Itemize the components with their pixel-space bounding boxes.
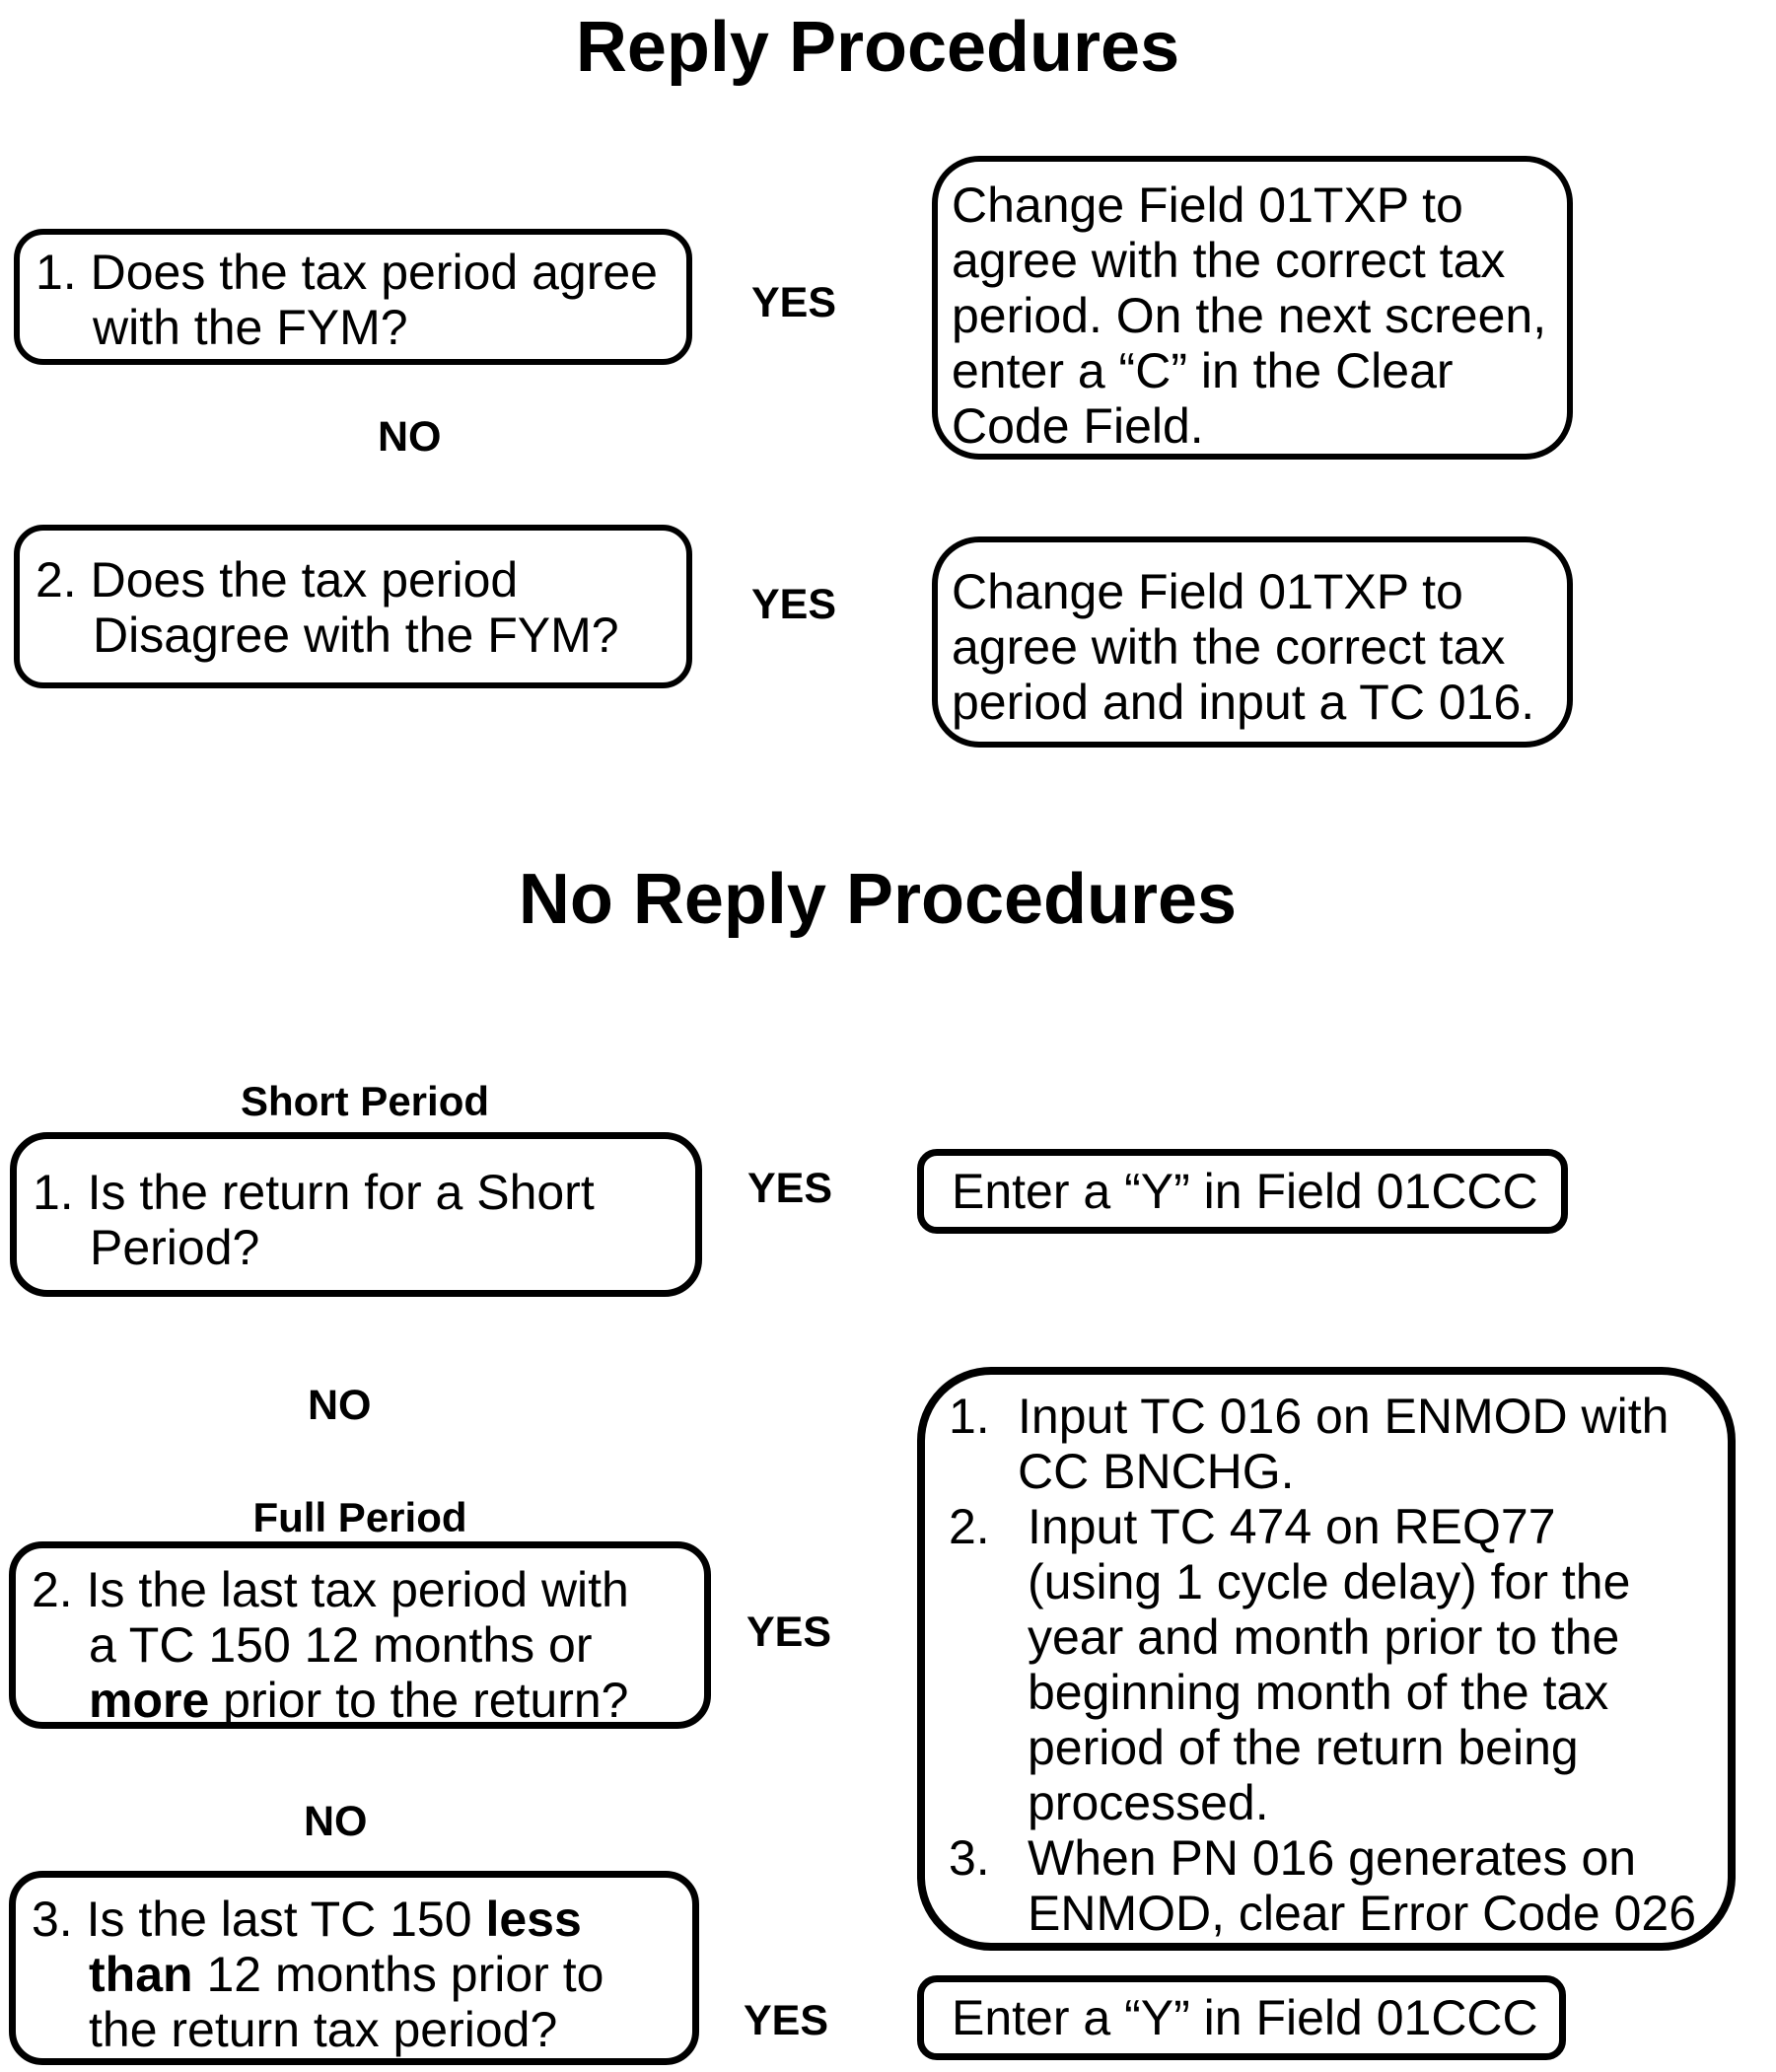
big-answer-item-2-line: period of the return being	[1028, 1720, 1579, 1775]
reply-yes-2-label: YES	[751, 581, 837, 628]
no-reply-yes-2-label: YES	[746, 1608, 832, 1656]
reply-question-1-box: 1. Does the tax period agree with the FY…	[14, 229, 692, 365]
big-answer-item-2-line: processed.	[1028, 1775, 1269, 1830]
no-reply-section-title: No Reply Procedures	[518, 860, 1238, 939]
reply-question-1-line: 1. Does the tax period agree	[36, 245, 658, 300]
big-answer-item-3-number: 3.	[949, 1830, 990, 1886]
no-reply-question-3-bold: than	[89, 1947, 193, 2002]
no-reply-answer-1-box: Enter a “Y” in Field 01CCC	[917, 1149, 1568, 1234]
no-reply-answer-1-text: Enter a “Y” in Field 01CCC	[952, 1164, 1538, 1219]
big-answer-item-1-line: CC BNCHG.	[1018, 1444, 1295, 1499]
no-reply-question-1-box: 1. Is the return for a Short Period?	[10, 1132, 702, 1297]
reply-answer-1-line: Code Field.	[952, 398, 1204, 454]
reply-yes-1-label: YES	[751, 279, 837, 326]
reply-answer-1-line: enter a “C” in the Clear	[952, 343, 1454, 398]
big-answer-item-1-line: Input TC 016 on ENMOD with	[1018, 1389, 1669, 1444]
no-reply-question-3-line: 3. Is the last TC 150 less	[32, 1892, 684, 1947]
big-answer-item-3-line: When PN 016 generates on	[1028, 1830, 1637, 1886]
no-reply-question-3-rest: 12 months prior to	[192, 1947, 604, 2002]
no-reply-no-1-label: NO	[308, 1382, 372, 1429]
big-answer-item-2-line: beginning month of the tax	[1028, 1665, 1609, 1720]
no-reply-yes-3-label: YES	[744, 1997, 829, 2044]
no-reply-question-1-line: Period?	[90, 1220, 260, 1275]
reply-question-2-box: 2. Does the tax period Disagree with the…	[14, 525, 692, 688]
big-answer-item-2-line: year and month prior to the	[1028, 1609, 1620, 1665]
no-reply-question-2-line: more prior to the return?	[32, 1673, 696, 1728]
no-reply-question-2-rest: prior to the return?	[209, 1673, 629, 1728]
no-reply-question-3-pre: 3. Is the last TC 150	[32, 1892, 486, 1947]
big-answer-item-2-number: 2.	[949, 1499, 990, 1554]
no-reply-big-answer-box: 1. Input TC 016 on ENMOD with CC BNCHG. …	[917, 1367, 1736, 1951]
big-answer-item-3: 3. When PN 016 generates on ENMOD, clear…	[949, 1830, 1720, 1941]
reply-answer-1-line: Change Field 01TXP to	[952, 178, 1463, 233]
reply-answer-2-line: agree with the correct tax	[952, 619, 1506, 675]
reply-answer-1-box: Change Field 01TXP to agree with the cor…	[932, 156, 1573, 460]
no-reply-question-3-line: the return tax period?	[89, 2002, 558, 2057]
no-reply-question-2-bold: more	[89, 1673, 210, 1728]
big-answer-item-3-line: ENMOD, clear Error Code 026	[1028, 1886, 1697, 1941]
reply-answer-2-box: Change Field 01TXP to agree with the cor…	[932, 536, 1573, 748]
big-answer-item-2: 2. Input TC 474 on REQ77 (using 1 cycle …	[949, 1499, 1720, 1830]
no-reply-question-3-line: than 12 months prior to	[32, 1947, 684, 2002]
no-reply-question-3-box: 3. Is the last TC 150 less than 12 month…	[9, 1871, 699, 2065]
no-reply-no-2-label: NO	[304, 1798, 368, 1845]
no-reply-question-2-box: 2. Is the last tax period with a TC 150 …	[9, 1541, 711, 1729]
no-reply-answer-3-text: Enter a “Y” in Field 01CCC	[952, 1990, 1538, 2045]
reply-section-title: Reply Procedures	[575, 8, 1180, 87]
big-answer-item-1-number: 1.	[949, 1389, 990, 1444]
short-period-heading: Short Period	[240, 1078, 490, 1124]
reply-answer-1-line: agree with the correct tax	[952, 233, 1506, 288]
no-reply-answer-3-box: Enter a “Y” in Field 01CCC	[917, 1975, 1566, 2060]
no-reply-question-3-bold: less	[485, 1892, 582, 1947]
reply-question-1-line: with the FYM?	[93, 300, 408, 355]
reply-question-2-line: 2. Does the tax period	[36, 552, 519, 607]
reply-question-2-line: Disagree with the FYM?	[93, 607, 619, 663]
no-reply-question-1-line: 1. Is the return for a Short	[33, 1165, 595, 1220]
reply-answer-2-line: Change Field 01TXP to	[952, 564, 1463, 619]
reply-answer-2-line: period and input a TC 016.	[952, 675, 1535, 730]
big-answer-item-1: 1. Input TC 016 on ENMOD with CC BNCHG.	[949, 1389, 1720, 1499]
reply-no-1-label: NO	[378, 413, 442, 461]
no-reply-question-2-line: 2. Is the last tax period with	[32, 1562, 629, 1617]
big-answer-item-2-line: Input TC 474 on REQ77	[1028, 1499, 1556, 1554]
no-reply-question-2-line: a TC 150 12 months or	[89, 1617, 593, 1673]
no-reply-yes-1-label: YES	[747, 1165, 833, 1212]
big-answer-item-2-line: (using 1 cycle delay) for the	[1028, 1554, 1631, 1609]
reply-answer-1-line: period. On the next screen,	[952, 288, 1547, 343]
full-period-heading: Full Period	[252, 1494, 467, 1540]
